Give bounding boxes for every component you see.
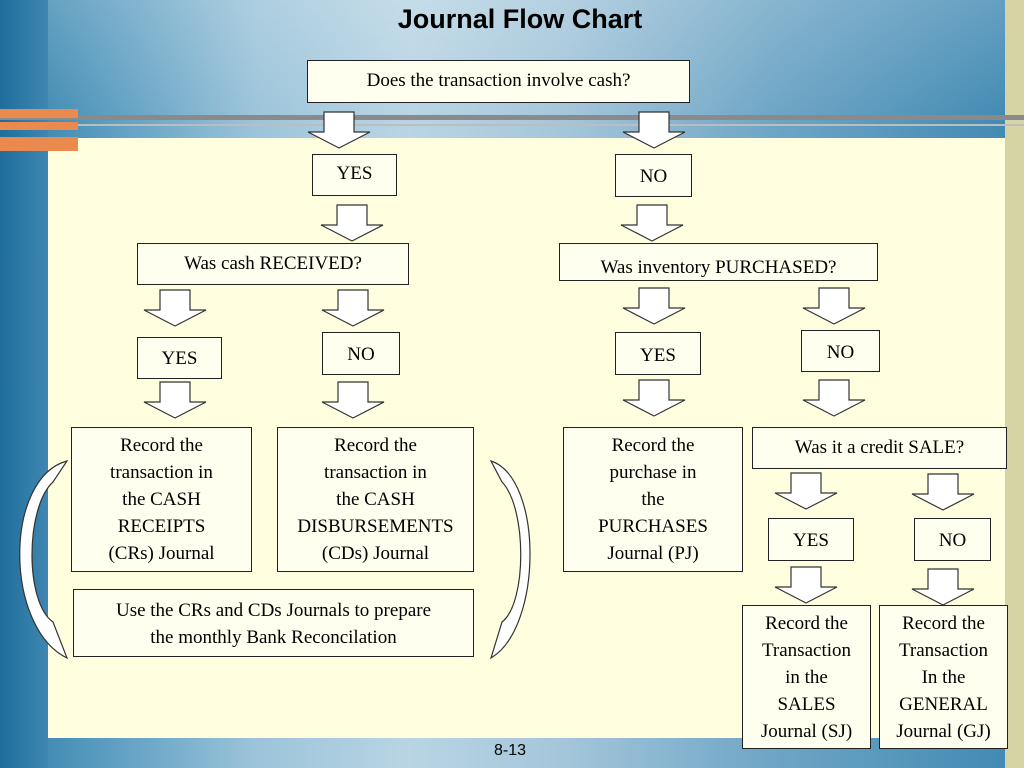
box-text-line: the CASH <box>122 489 201 510</box>
down-arrow <box>622 111 686 149</box>
slide-number: 8-13 <box>493 742 527 759</box>
box-text-line: DISBURSEMENTS <box>297 516 454 537</box>
answer-credit-yes: YES <box>768 518 854 561</box>
header-rule-thin <box>0 124 1024 126</box>
page-title: Journal Flow Chart <box>397 4 643 34</box>
curved-arrow-right <box>489 459 531 660</box>
purchases-journal-box: Record the purchase in the PURCHASES Jou… <box>563 427 743 572</box>
question-inventory-purchased: Was inventory PURCHASED? <box>559 243 878 281</box>
down-arrow <box>620 204 684 242</box>
box-text-line: the monthly Bank Reconcilation <box>150 627 397 648</box>
down-arrow <box>622 287 686 325</box>
down-arrow <box>911 568 975 606</box>
question-credit-sale: Was it a credit SALE? <box>752 427 1007 469</box>
box-text-line: Use the CRs and CDs Journals to prepare <box>115 600 432 621</box>
box-text-line: (CRs) Journal <box>108 543 215 564</box>
box-text-line: the CASH <box>336 489 415 510</box>
orange-accent-bar <box>0 109 78 118</box>
box-text-line: Record the <box>765 613 848 634</box>
down-arrow <box>143 381 207 419</box>
right-accent-strip <box>1005 0 1024 768</box>
box-text-line: Transaction <box>898 640 989 661</box>
box-text-line: Record the <box>611 435 695 456</box>
answer-cash-yes: YES <box>312 154 397 196</box>
down-arrow <box>802 379 866 417</box>
box-text-line: In the <box>921 667 966 688</box>
box-text-line: Record the <box>120 435 203 456</box>
header-rule <box>0 115 1024 120</box>
orange-accent-bar <box>0 137 78 151</box>
question-cash-received: Was cash RECEIVED? <box>137 243 409 285</box>
down-arrow <box>774 566 838 604</box>
down-arrow <box>143 289 207 327</box>
bank-reconciliation-box: Use the CRs and CDs Journals to prepare … <box>73 589 474 657</box>
box-text-line: Journal (GJ) <box>896 721 991 742</box>
down-arrow <box>320 204 384 242</box>
box-text-line: Journal (SJ) <box>760 721 853 742</box>
box-text-line: SALES <box>777 694 836 715</box>
answer-inventory-no: NO <box>801 330 880 372</box>
cash-receipts-journal-box: Record the transaction in the CASH RECEI… <box>71 427 252 572</box>
box-text-line: Record the <box>334 435 417 456</box>
box-text-line: Transaction <box>761 640 852 661</box>
answer-credit-no: NO <box>914 518 991 561</box>
box-text-line: transaction in <box>110 462 213 483</box>
down-arrow <box>911 473 975 511</box>
down-arrow <box>774 472 838 510</box>
box-text-line: transaction in <box>324 462 427 483</box>
box-text-line: RECEIPTS <box>117 516 206 537</box>
down-arrow <box>802 287 866 325</box>
box-text-line: in the <box>785 667 828 688</box>
orange-accent-bar <box>0 122 78 130</box>
box-text-line: purchase in <box>609 462 697 483</box>
box-text-line: Journal (PJ) <box>607 543 699 564</box>
box-text-line: Record the <box>902 613 985 634</box>
box-text-line: the <box>641 489 665 510</box>
down-arrow <box>622 379 686 417</box>
down-arrow <box>321 289 385 327</box>
answer-cash-no: NO <box>615 154 692 197</box>
answer-received-no: NO <box>322 332 400 375</box>
box-text-line: GENERAL <box>899 694 988 715</box>
general-journal-box: Record the Transaction In the GENERAL Jo… <box>879 605 1008 749</box>
sales-journal-box: Record the Transaction in the SALES Jour… <box>742 605 871 749</box>
answer-received-yes: YES <box>137 337 222 379</box>
cash-disbursements-journal-box: Record the transaction in the CASH DISBU… <box>277 427 474 572</box>
down-arrow <box>307 111 371 149</box>
answer-inventory-yes: YES <box>615 332 701 375</box>
curved-arrow-left <box>19 460 69 660</box>
box-text-line: (CDs) Journal <box>321 543 430 564</box>
question-involves-cash: Does the transaction involve cash? <box>307 60 690 103</box>
down-arrow <box>321 381 385 419</box>
box-text-line: PURCHASES <box>598 516 708 537</box>
